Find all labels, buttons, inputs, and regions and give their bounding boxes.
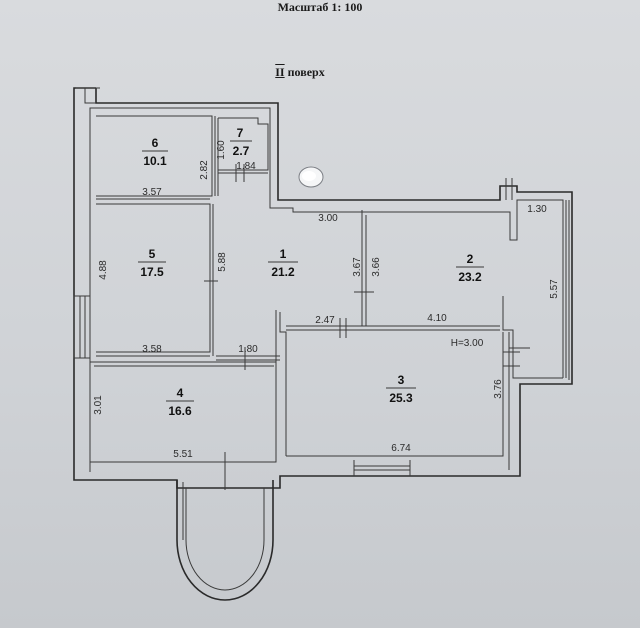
dim-3-67: 3.67 [352,257,363,277]
room-7-number: 7 [237,126,244,140]
dim-5-57: 5.57 [549,279,560,299]
dim-2-47: 2.47 [315,315,335,326]
dim-5-51: 5.51 [173,449,193,460]
floor-label: II поверх [0,65,600,80]
dim-6-74: 6.74 [391,443,411,454]
dim-h-3-00: H=3.00 [451,338,484,349]
room-5-area: 17.5 [140,265,164,279]
dim-2-82: 2.82 [199,160,210,180]
room-6-number: 6 [152,136,159,150]
dim-5-88: 5.88 [217,252,228,272]
dim-3-58: 3.58 [142,344,162,355]
scale-label: Масштаб 1: 100 [277,0,363,14]
outer-walls [73,87,573,489]
dim-1-30: 1.30 [527,204,547,215]
room-2-number: 2 [467,252,474,266]
dim-1-80: 1.80 [238,344,258,355]
bay-balcony [176,480,274,601]
room-1-number: 1 [280,247,287,261]
room-1-area: 21.2 [271,265,295,279]
floor-number: II [275,65,285,79]
dim-3-57: 3.57 [142,187,162,198]
dimension-labels: 2.82 1.60 1.84 3.57 3.00 1.30 4.88 5.88 … [93,140,560,460]
dim-3-01: 3.01 [93,395,104,415]
room-3-area: 25.3 [389,391,413,405]
dim-1-60: 1.60 [216,140,227,160]
room-3-number: 3 [398,373,405,387]
room-6-area: 10.1 [143,154,167,168]
dim-3-66: 3.66 [371,257,382,277]
room-5-number: 5 [149,247,156,261]
dim-3-76: 3.76 [493,379,504,399]
room-4-number: 4 [177,386,184,400]
dim-4-88: 4.88 [98,260,109,280]
room-labels: 6 10.1 7 2.7 5 17.5 1 21.2 2 23.2 3 25.3… [138,126,484,418]
room-7-area: 2.7 [233,144,250,158]
dim-3-00: 3.00 [318,213,338,224]
inner-walls [90,115,530,490]
dim-1-84: 1.84 [236,161,256,172]
room-4-area: 16.6 [168,404,192,418]
room-2-area: 23.2 [458,270,482,284]
dim-4-10: 4.10 [427,313,447,324]
floor-word: поверх [287,65,325,79]
